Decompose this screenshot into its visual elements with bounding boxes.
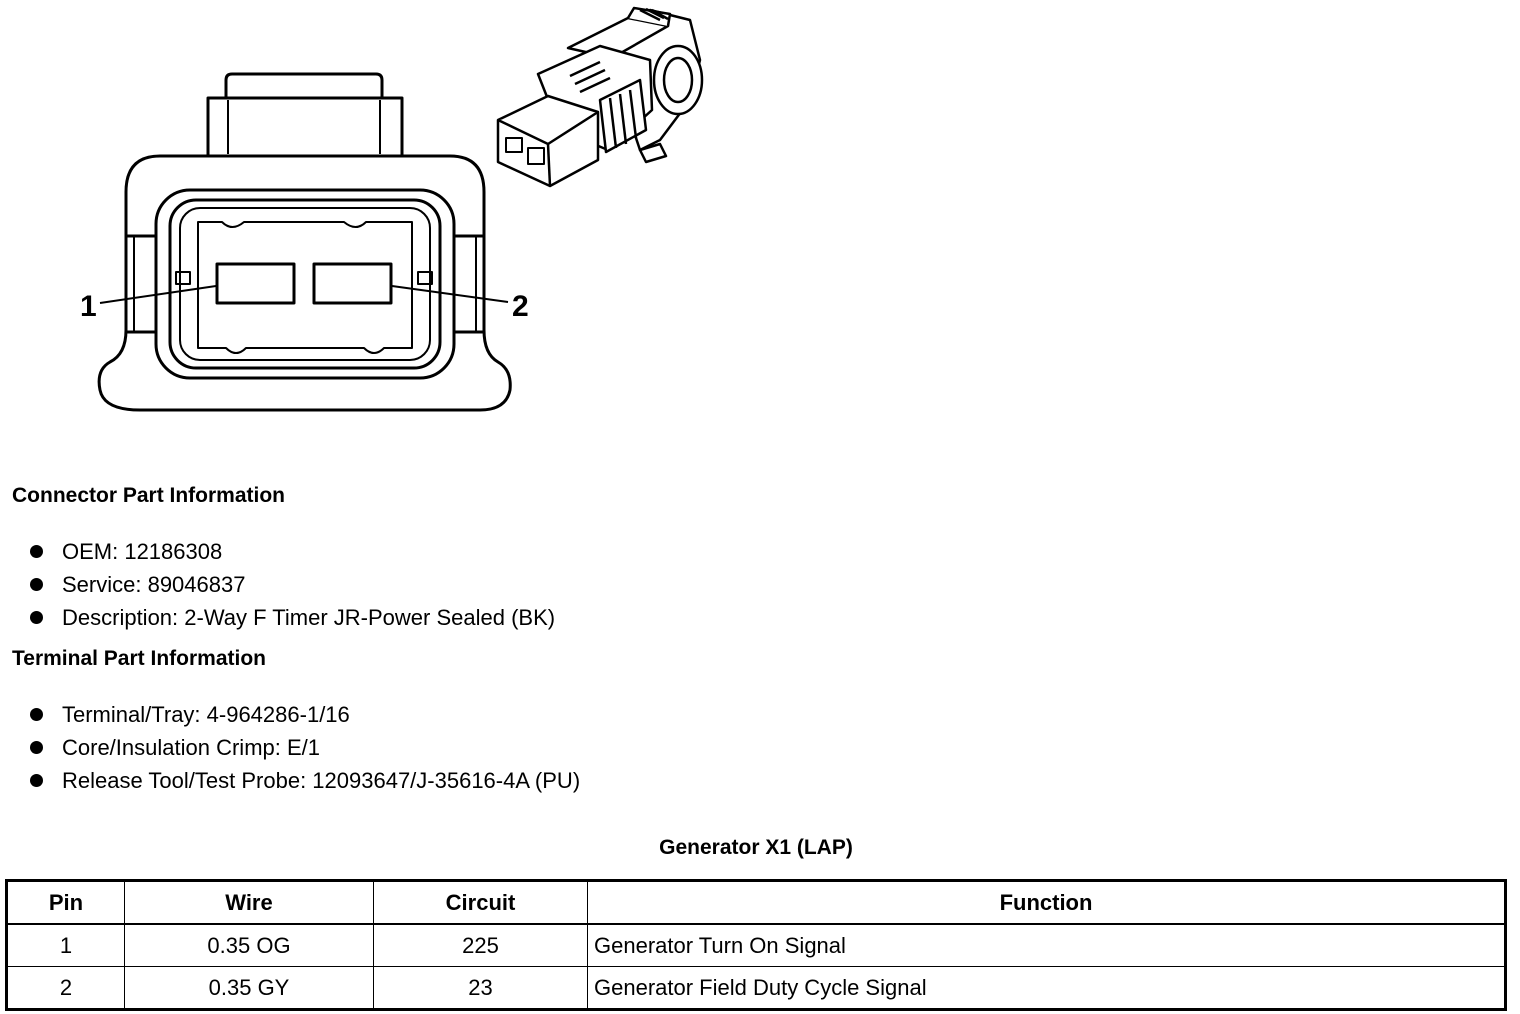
seal-mid bbox=[168, 198, 442, 370]
bullet-icon bbox=[30, 611, 43, 624]
cell-circuit: 225 bbox=[373, 923, 588, 967]
cell-pin: 1 bbox=[6, 923, 125, 967]
latch-tab bbox=[224, 72, 384, 100]
list-item: Core/Insulation Crimp: E/1 bbox=[30, 733, 580, 766]
connector-isometric-drawing bbox=[496, 6, 704, 188]
pin-callout-2: 2 bbox=[512, 290, 529, 323]
left-rib bbox=[124, 234, 162, 334]
connector-part-info-title: Connector Part Information bbox=[12, 484, 286, 507]
pin-table-caption: Generator X1 (LAP) bbox=[659, 836, 853, 859]
cell-function: Generator Turn On Signal bbox=[587, 923, 1506, 967]
bullet-icon bbox=[30, 545, 43, 558]
terminal-2 bbox=[312, 262, 393, 305]
table-row: 1 0.35 OG 225 Generator Turn On Signal bbox=[6, 923, 1506, 967]
table-row: 2 0.35 GY 23 Generator Field Duty Cycle … bbox=[6, 966, 1506, 1010]
cell-circuit: 23 bbox=[373, 966, 588, 1010]
terminal-part-info-list: Terminal/Tray: 4-964286-1/16 Core/Insula… bbox=[30, 700, 580, 799]
connector-part-info-list: OEM: 12186308 Service: 89046837 Descript… bbox=[30, 537, 555, 636]
list-item: OEM: 12186308 bbox=[30, 537, 555, 570]
terminal-1 bbox=[215, 262, 296, 305]
table-header-row: Pin Wire Circuit Function bbox=[6, 880, 1506, 925]
cell-pin: 2 bbox=[6, 966, 125, 1010]
leader-1 bbox=[99, 285, 217, 304]
leader-2 bbox=[391, 285, 509, 303]
bullet-icon bbox=[30, 774, 43, 787]
bullet-icon bbox=[30, 741, 43, 754]
header-function: Function bbox=[587, 880, 1506, 925]
list-item: Terminal/Tray: 4-964286-1/16 bbox=[30, 700, 580, 733]
bullet-icon bbox=[30, 578, 43, 591]
list-item: Description: 2-Way F Timer JR-Power Seal… bbox=[30, 603, 555, 636]
header-circuit: Circuit bbox=[373, 880, 588, 925]
latch-base bbox=[206, 96, 404, 158]
pin-table: Pin Wire Circuit Function 1 0.35 OG 225 … bbox=[5, 879, 1507, 1011]
cavity bbox=[197, 221, 413, 354]
cell-wire: 0.35 GY bbox=[124, 966, 374, 1010]
connector-face-drawing: 1 2 bbox=[80, 72, 529, 412]
cell-function: Generator Field Duty Cycle Signal bbox=[587, 966, 1506, 1010]
list-item: Release Tool/Test Probe: 12093647/J-3561… bbox=[30, 766, 580, 799]
right-rib bbox=[448, 234, 486, 334]
cell-wire: 0.35 OG bbox=[124, 923, 374, 967]
terminal-part-info-title: Terminal Part Information bbox=[12, 647, 266, 670]
header-pin: Pin bbox=[6, 880, 125, 925]
bullet-icon bbox=[30, 708, 43, 721]
seal-outer bbox=[154, 188, 456, 380]
pin-callout-1: 1 bbox=[80, 290, 97, 323]
list-item: Service: 89046837 bbox=[30, 570, 555, 603]
outer-housing bbox=[97, 154, 512, 412]
header-wire: Wire bbox=[124, 880, 374, 925]
